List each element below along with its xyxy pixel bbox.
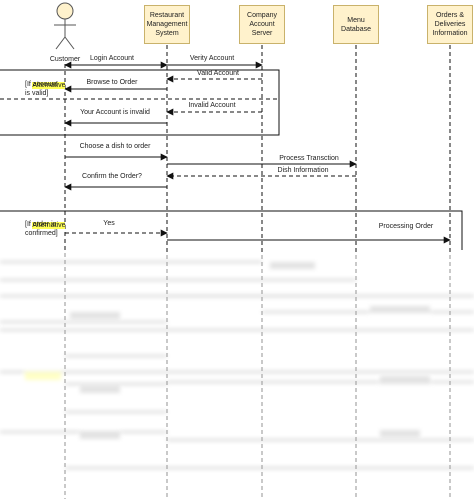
message-browse-to-order: Browse to Order [86, 79, 138, 86]
actor-head [56, 2, 74, 20]
alt-fragment-1-keyword: Alternative [32, 82, 66, 89]
message-processing-order: Processing Order [378, 223, 434, 230]
message-dish-information: Dish Information [277, 167, 329, 174]
message-arrows [64, 61, 451, 244]
alt-fragment-2-tag: Alternative [25, 212, 66, 239]
alt-fragment-1-guard: [If account is valid] [25, 81, 58, 97]
message-choose-a-dish: Choose a dish to order [79, 143, 151, 150]
alt-fragment-2-guard: [If order is confirmed] [25, 221, 58, 237]
participant-customer-label: Customer [49, 56, 81, 63]
participant-orders-deliveries-information: Orders & Deliveries Information [427, 5, 473, 44]
participant-restaurant-management-system: Restaurant Management System [144, 5, 190, 44]
blurred-overlay [0, 252, 474, 499]
message-verity-account: Verity Account [189, 55, 235, 62]
message-process-transction: Process Transction [279, 155, 339, 162]
message-your-account-is-invalid: Your Account is invalid [80, 109, 150, 116]
alt-fragment-1-tag: Alternative [25, 72, 66, 99]
customer-actor-icon [54, 2, 76, 50]
message-login-account: Login Account [90, 55, 134, 62]
alternative-frames [0, 69, 463, 250]
participant-menu-label: Menu Database [341, 16, 371, 33]
alt-fragment-2-keyword: Alternative [32, 222, 66, 229]
participant-menu-database: Menu Database [333, 5, 379, 44]
actor-leg-right [64, 36, 75, 50]
participant-rms-label: Restaurant Management System [146, 12, 188, 37]
participant-odi-label: Orders & Deliveries Information [432, 12, 468, 37]
message-confirm-the-order: Confirm the Order? [82, 173, 142, 180]
participant-cas-label: Company Account Server [247, 12, 277, 37]
actor-leg-left [55, 36, 66, 50]
message-yes: Yes [103, 220, 115, 227]
alt-frame-1 [0, 69, 280, 136]
alt-frame-2 [0, 210, 463, 250]
participant-company-account-server: Company Account Server [239, 5, 285, 44]
message-invalid-account: Invalid Account [188, 102, 236, 109]
message-valid-account: Valid Account [197, 70, 239, 77]
